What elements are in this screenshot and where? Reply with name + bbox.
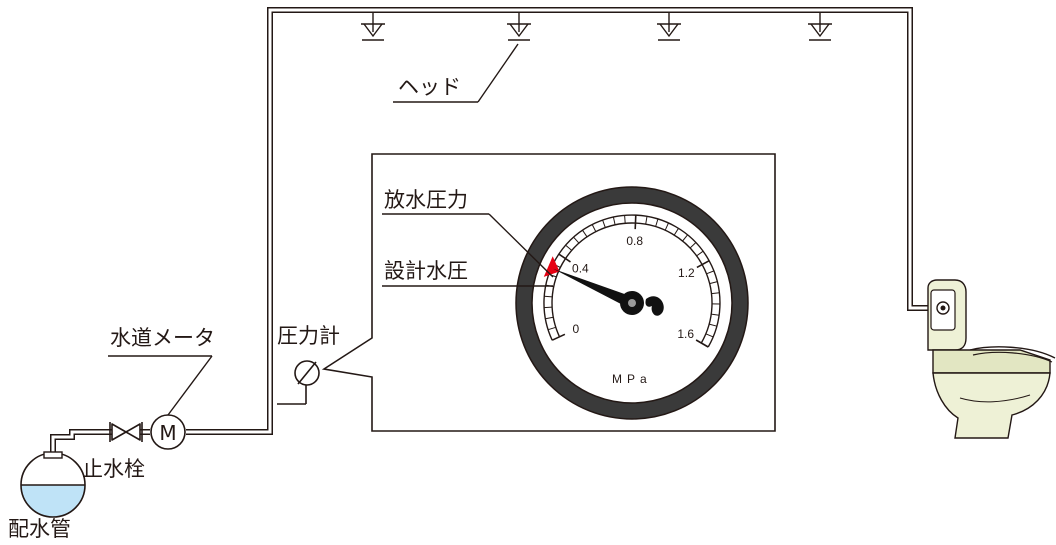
- scale-label-0-4: 0.4: [572, 262, 589, 276]
- discharge-pressure-label: 放水圧力: [384, 188, 468, 212]
- minor-tick: [645, 216, 648, 225]
- pressure-gauge-icon: [277, 360, 320, 405]
- minor-tick: [706, 270, 715, 275]
- minor-tick: [682, 234, 688, 242]
- minor-tick: [664, 222, 669, 231]
- dial-ticks: [544, 215, 721, 348]
- minor-tick: [709, 323, 718, 327]
- minor-tick: [689, 242, 697, 249]
- minor-tick: [545, 316, 554, 320]
- pressure-gauge-label: 圧力計: [277, 324, 340, 348]
- minor-tick: [591, 224, 597, 232]
- minor-tick: [573, 236, 580, 244]
- head-label: ヘッド: [398, 75, 461, 99]
- major-tick: [634, 215, 637, 230]
- minor-tick: [673, 228, 679, 236]
- sprinkler-head: [507, 13, 531, 41]
- minor-tick: [547, 326, 556, 331]
- minor-tick: [612, 216, 616, 225]
- minor-tick: [602, 219, 606, 228]
- sprinkler-head: [808, 13, 832, 41]
- scale-label-0-8: 0.8: [626, 234, 643, 248]
- pressure-needle: [553, 268, 664, 316]
- toilet-icon: [927, 279, 1056, 439]
- minor-tick: [705, 333, 714, 338]
- design-pressure-label: 設計水圧: [384, 259, 468, 283]
- minor-tick: [709, 281, 718, 285]
- minor-tick: [582, 229, 588, 238]
- dial-unit: MPa: [612, 372, 652, 386]
- major-tick: [696, 259, 710, 269]
- minor-tick: [696, 250, 704, 257]
- minor-tick: [624, 215, 626, 224]
- sprinkler-head: [657, 13, 681, 41]
- main-pipe-label: 配水管: [8, 517, 71, 541]
- head-callout: ヘッド: [393, 43, 519, 103]
- water-meter-label: 水道メータ: [110, 326, 215, 350]
- pressure-dial: 0 0.4 0.8 1.2 1.6 MPa: [515, 186, 749, 420]
- minor-tick: [544, 295, 553, 298]
- minor-tick: [655, 218, 659, 227]
- minor-tick: [711, 313, 720, 316]
- minor-tick: [565, 244, 573, 251]
- scale-label-1-6: 1.6: [677, 327, 694, 341]
- main-pipe-tank: [20, 451, 86, 518]
- sprinkler-heads: [361, 13, 832, 41]
- minor-tick: [711, 292, 720, 295]
- sprinkler-head: [361, 13, 385, 41]
- major-tick: [558, 253, 571, 263]
- stop-valve-icon: [109, 422, 143, 442]
- major-tick: [695, 339, 709, 348]
- stop-valve-label: 止水栓: [82, 457, 145, 481]
- scale-label-0: 0: [572, 322, 579, 336]
- major-tick: [551, 333, 566, 341]
- minor-tick: [544, 306, 553, 309]
- water-meter-icon: M: [150, 414, 186, 450]
- pressure-callouts: 放水圧力 設計水圧: [382, 188, 554, 287]
- meter-symbol: M: [159, 421, 176, 445]
- scale-label-1-2: 1.2: [678, 266, 695, 280]
